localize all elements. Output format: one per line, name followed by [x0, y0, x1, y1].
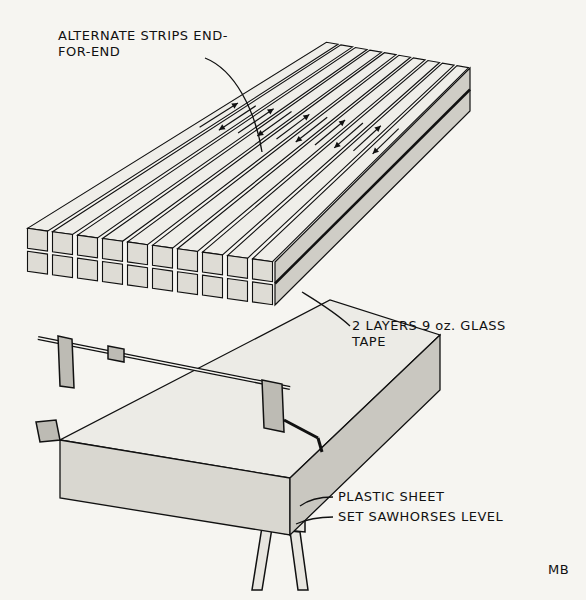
strip-arrowhead [231, 103, 238, 109]
strip-end [128, 265, 148, 288]
strip-arrowhead [219, 124, 226, 130]
strip-arrowhead [303, 114, 310, 120]
strip-top [228, 63, 455, 258]
strip-end [153, 268, 173, 291]
strip-arrowhead [373, 148, 379, 154]
strip-end [253, 259, 273, 282]
strip-arrowhead [267, 109, 274, 115]
strip-arrowhead [334, 142, 341, 148]
strip-end [103, 262, 123, 285]
strip-end [178, 272, 198, 295]
strip-arrowhead [339, 120, 346, 126]
strip-end [28, 251, 48, 274]
strip-end [228, 279, 248, 302]
strip-end [78, 235, 98, 258]
strip-end [253, 282, 273, 305]
strip-end [128, 242, 148, 265]
strip-end [103, 239, 123, 262]
strip-end [203, 252, 223, 275]
callout-label: 2 LAYERS 9 oz. GLASS TAPE [352, 318, 542, 349]
strip-end [28, 228, 48, 251]
strip-arrowhead [296, 136, 303, 142]
artist-initials: MB [548, 562, 578, 578]
strip-end [178, 249, 198, 272]
strip-end [53, 232, 73, 255]
callout-label: ALTERNATE STRIPS END-FOR-END [58, 28, 248, 59]
strip-top [203, 61, 440, 255]
strip-arrowhead [374, 126, 380, 132]
strip-stack [28, 42, 471, 305]
strip-top [253, 66, 469, 262]
strip-end [53, 255, 73, 278]
leader-lines [205, 58, 350, 524]
strip-end [203, 275, 223, 298]
strip-end [153, 245, 173, 268]
callout-label: SET SAWHORSES LEVEL [338, 509, 558, 525]
callout-label: PLASTIC SHEET [338, 489, 538, 505]
strip-arrow [373, 129, 399, 154]
strip-end [78, 258, 98, 281]
strip-end [228, 256, 248, 279]
bar-clamp [36, 336, 322, 452]
